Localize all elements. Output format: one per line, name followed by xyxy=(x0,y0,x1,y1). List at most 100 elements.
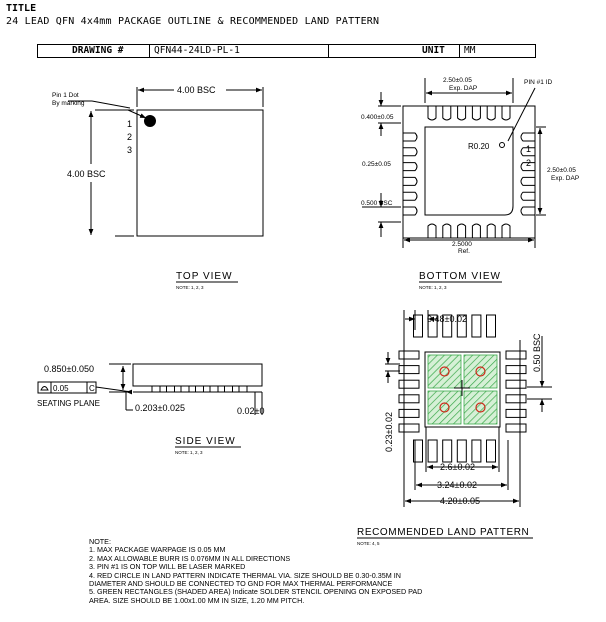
bottom-lead-left xyxy=(403,162,418,172)
land-pad-bottom xyxy=(427,439,438,463)
thermal-via xyxy=(439,402,450,413)
standoff-dim: 0.203±0.025 xyxy=(135,403,185,413)
land-pad-left xyxy=(398,394,420,404)
land-pad-top xyxy=(413,314,423,338)
drawing-number-value: QFN44-24LD-PL-1 xyxy=(154,45,240,56)
bottom-view xyxy=(362,78,546,248)
bottom-lead-bottom xyxy=(427,223,437,238)
land-pattern xyxy=(385,310,552,507)
bottom-lead-right xyxy=(520,191,535,201)
bottom-pin-2: 2 xyxy=(526,158,531,168)
flatness-value: 0.05 xyxy=(53,384,69,393)
side-lead xyxy=(195,385,204,393)
land-pad-bottom xyxy=(486,439,496,463)
bottom-lead-right xyxy=(520,176,535,186)
ref-dim-1: 2.5000 xyxy=(452,241,472,248)
ref-dim-2: Ref. xyxy=(458,248,470,255)
bottom-lead-left xyxy=(403,147,418,157)
land-pad-top xyxy=(456,314,467,338)
side-height-dim: 0.850±0.050 xyxy=(44,364,94,374)
top-view xyxy=(68,87,264,237)
side-view-title: SIDE VIEW xyxy=(175,436,236,447)
lead-length-dim: 0.400±0.05 xyxy=(361,114,394,121)
bottom-lead-left xyxy=(403,132,418,142)
bottom-lead-right xyxy=(520,147,535,157)
top-pin-3: 3 xyxy=(127,145,132,155)
exp-dap-w-1: 2.50±0.05 xyxy=(443,77,472,84)
land-pad-left xyxy=(398,365,420,375)
side-lead xyxy=(180,385,190,393)
bottom-lead-left xyxy=(403,206,418,216)
pin1-label-line1: Pin 1 Dot xyxy=(52,92,79,99)
land-pad-width-dim: 0.48±0.02 xyxy=(427,314,467,324)
land-pad-right xyxy=(505,408,527,418)
note-line: 1. MAX PACKAGE WARPAGE IS 0.05 MM xyxy=(89,545,226,555)
land-pad-left xyxy=(398,423,420,433)
lead-thickness-dim: 0.02±0 xyxy=(237,406,264,416)
land-pad-bottom xyxy=(471,439,482,463)
bottom-lead-top xyxy=(501,106,511,121)
bottom-lead-bottom xyxy=(471,223,481,238)
bottom-lead-left xyxy=(403,176,418,186)
thermal-via xyxy=(475,402,486,413)
land-pad-right xyxy=(505,365,527,375)
land-pad-bottom xyxy=(456,439,467,463)
bottom-lead-bottom xyxy=(442,223,452,238)
pin1-label-line2: By marking xyxy=(52,100,85,107)
land-pad-bottom xyxy=(413,439,423,463)
land-pad-top xyxy=(471,314,482,338)
bottom-lead-right xyxy=(520,162,535,172)
top-view-package-outline xyxy=(136,109,264,237)
exp-dap-h-2: Exp. DAP xyxy=(551,175,579,182)
land-pitch-dim: 0.50 BSC xyxy=(532,333,542,372)
top-pin-1: 1 xyxy=(127,119,132,129)
pin1-dot xyxy=(144,115,156,127)
bottom-lead-top xyxy=(442,106,452,121)
land-pad-right xyxy=(505,350,527,360)
bottom-lead-bottom xyxy=(501,223,511,238)
land-pad-left xyxy=(398,350,420,360)
top-pin-2: 2 xyxy=(127,132,132,142)
land-dap-outline xyxy=(424,351,501,428)
drawing-title: 24 LEAD QFN 4x4mm PACKAGE OUTLINE & RECO… xyxy=(6,16,380,27)
land-pad-top xyxy=(486,314,496,338)
thermal-via xyxy=(475,366,486,377)
unit-label: UNIT xyxy=(422,45,445,56)
note-line: 4. RED CIRCLE IN LAND PATTERN INDICATE T… xyxy=(89,570,401,580)
bottom-lead-right xyxy=(520,206,535,216)
note-line: 3. PIN #1 IS ON TOP WILL BE LASER MARKED xyxy=(89,562,246,572)
bottom-lead-left xyxy=(403,191,418,201)
side-view-note: NOTE: 1, 2, 3 xyxy=(175,450,203,455)
side-view xyxy=(37,363,263,415)
bottom-lead-top xyxy=(471,106,481,121)
pin1-id-label: PIN #1 ID xyxy=(524,79,552,86)
bottom-lead-top xyxy=(427,106,437,121)
thermal-via xyxy=(439,366,450,377)
notes-heading: NOTE: xyxy=(89,537,111,546)
notes-block: NOTE: 1. MAX PACKAGE WARPAGE IS 0.05 MM … xyxy=(89,537,569,605)
land-outer-dim: 4.20±0.05 xyxy=(440,496,480,506)
land-inner-dim: 3.24±0.02 xyxy=(437,480,477,490)
note-line: 2. MAX ALLOWABLE BURR IS 0.076MM IN ALL … xyxy=(89,553,291,563)
land-pattern-note: NOTE: 4, 5 xyxy=(357,541,380,546)
bottom-lead-top xyxy=(486,106,496,121)
corner-radius: R0.20 xyxy=(468,142,490,151)
land-pad-right xyxy=(505,379,527,389)
exp-dap-w-2: Exp. DAP xyxy=(449,85,477,92)
bottom-pin-1: 1 xyxy=(526,144,531,154)
bottom-lead-bottom xyxy=(457,223,467,238)
side-lead xyxy=(224,385,233,393)
unit-value: MM xyxy=(464,45,476,56)
stencil-opening xyxy=(427,354,462,389)
note-line: DIAMETER AND SHOULD BE CONNECTED TO GND … xyxy=(89,579,393,589)
bottom-pitch-dim: 0.500 BSC xyxy=(361,200,393,207)
exp-dap-h-1: 2.50±0.05 xyxy=(547,167,576,174)
stencil-opening xyxy=(427,390,462,425)
exposed-dap xyxy=(424,126,514,216)
bottom-view-note: NOTE: 1, 2, 3 xyxy=(419,285,447,290)
land-pad-right xyxy=(505,423,527,433)
land-pad-left xyxy=(398,408,420,418)
bottom-lead-bottom xyxy=(486,223,496,238)
land-dap-dim: 2.6±0.02 xyxy=(440,462,475,472)
top-width-dim: 4.00 BSC xyxy=(177,85,216,95)
